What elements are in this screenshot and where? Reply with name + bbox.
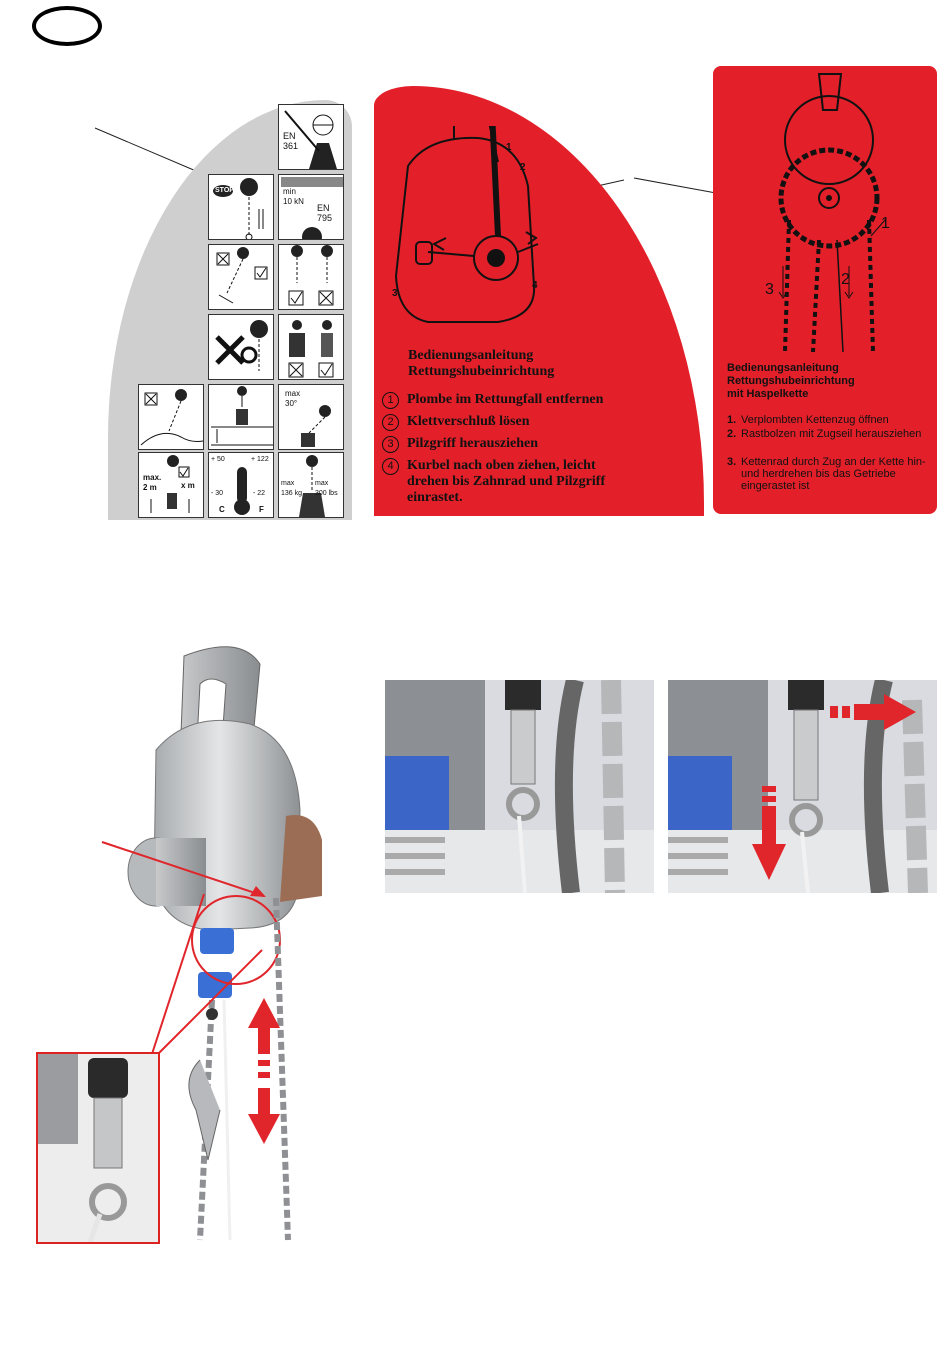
leader-line-grey [94, 127, 197, 172]
pointer-arrow [101, 841, 266, 897]
tile-harness-check [278, 314, 344, 380]
step-number: 1. [727, 414, 737, 426]
tile-max-angle: max 30° [278, 384, 344, 450]
tile-clearance [208, 384, 274, 450]
step-number: 3. [727, 456, 737, 468]
callout-1: 1 [506, 142, 512, 153]
tile-max-length: max. 2 m x m [138, 452, 204, 518]
mid-step-4: 4 Kurbel nach oben ziehen, leicht drehen … [382, 458, 622, 506]
tile-stop: STOP [208, 174, 274, 240]
tile-en361-text: EN 361 [283, 131, 299, 151]
detail-inset-photo [36, 1052, 160, 1244]
step-text: Verplombten Kettenzug öffnen [741, 414, 889, 426]
pull-right-arrow [830, 694, 916, 730]
step-number: 2. [727, 428, 737, 440]
pin-photo-after-image [668, 680, 937, 893]
tile-max-angle-text: max 30° [285, 389, 301, 408]
callout-2: 2 [520, 162, 526, 173]
right-callout-2: 2 [841, 271, 850, 288]
chain-hoist-drawing [778, 73, 886, 353]
pin-photo-before [385, 680, 654, 893]
mid-title-line1: Bedienungsanleitung [408, 348, 534, 363]
right-callout-3: 3 [765, 281, 774, 298]
temp-f-top: + 122 [251, 456, 269, 463]
temp-f-unit: F [259, 505, 264, 514]
pin-photo-after [668, 680, 937, 893]
callout-3: 3 [392, 288, 398, 299]
step-text: Plombe im Rettungfall entfernen [407, 392, 604, 407]
mid-step-2: 2 Klettverschluß lösen [382, 414, 530, 431]
step-text: Kurbel nach oben ziehen, leicht drehen b… [407, 458, 606, 505]
chain-instruction-label: 1 2 3 Bedienungsanleitung Rettungshubein… [713, 66, 937, 514]
right-title-line1: Bedienungsanleitung [727, 362, 839, 374]
right-step-3: 3. Kettenrad durch Zug an der Kette hin- … [727, 456, 927, 492]
magnifier-connectors [151, 893, 263, 1055]
mid-step-1: 1 Plombe im Rettungfall entfernen [382, 392, 603, 409]
callout-4: 4 [532, 280, 538, 291]
tile-min-load-text: min 10 kN [283, 187, 304, 206]
tile-max-weight-kg: max 136 kg [281, 480, 303, 497]
temp-f-bottom: - 22 [253, 490, 266, 497]
tile-en361: EN 361 [278, 104, 344, 170]
step-number: 1 [382, 392, 399, 409]
up-down-arrow [248, 998, 280, 1144]
right-step-1: 1. Verplombten Kettenzug öffnen [727, 414, 927, 426]
step-text: Kettenrad durch Zug an der Kette hin- un… [741, 456, 926, 492]
tile-max-weight-lbs: max 300 lbs [315, 480, 338, 497]
leader-line-red-right [633, 177, 717, 194]
step-number: 3 [382, 436, 399, 453]
page-marker-oval [32, 6, 102, 46]
tile-en795-text: EN 795 [317, 203, 333, 223]
tile-max-length-a-text: max. 2 m [143, 473, 162, 492]
right-callout-1: 1 [881, 215, 890, 232]
right-step-2: 2. Rastbolzen mit Zugseil herausziehen [727, 428, 927, 440]
temp-c-top: + 50 [211, 456, 225, 463]
tile-stop-text: STOP [215, 187, 234, 194]
tile-en795: min 10 kN EN 795 [278, 174, 344, 240]
tile-max-length-b-text: x m [181, 481, 195, 490]
step-text: Klettverschluß lösen [407, 414, 530, 429]
tile-max-weight: max 136 kg max 300 lbs [278, 452, 344, 518]
temp-c-unit: C [219, 505, 225, 514]
tile-no-tools [208, 314, 274, 380]
pull-down-arrow [752, 786, 786, 880]
tile-no-edge [138, 384, 204, 450]
winch-line-drawing [394, 126, 539, 323]
right-title-line2: Rettungshubeinrichtung [727, 375, 855, 387]
right-title-line3: mit Haspelkette [727, 388, 809, 400]
step-number: 2 [382, 414, 399, 431]
inset-image [38, 1054, 128, 1242]
step-text: Rastbolzen mit Zugseil herausziehen [741, 428, 922, 440]
temp-c-bottom: - 30 [211, 490, 224, 497]
tile-check-cross [278, 244, 344, 310]
tile-wrong-right-anchor [208, 244, 274, 310]
pin-photo-before-image [385, 680, 654, 893]
step-text: Pilzgriff herausziehen [407, 436, 539, 451]
mid-step-3: 3 Pilzgriff herausziehen [382, 436, 538, 453]
tile-temperature: + 50 - 30 C + 122 - 22 F [208, 452, 274, 518]
mid-title-line2: Rettungshubeinrichtung [408, 364, 555, 379]
step-number: 4 [382, 458, 399, 475]
